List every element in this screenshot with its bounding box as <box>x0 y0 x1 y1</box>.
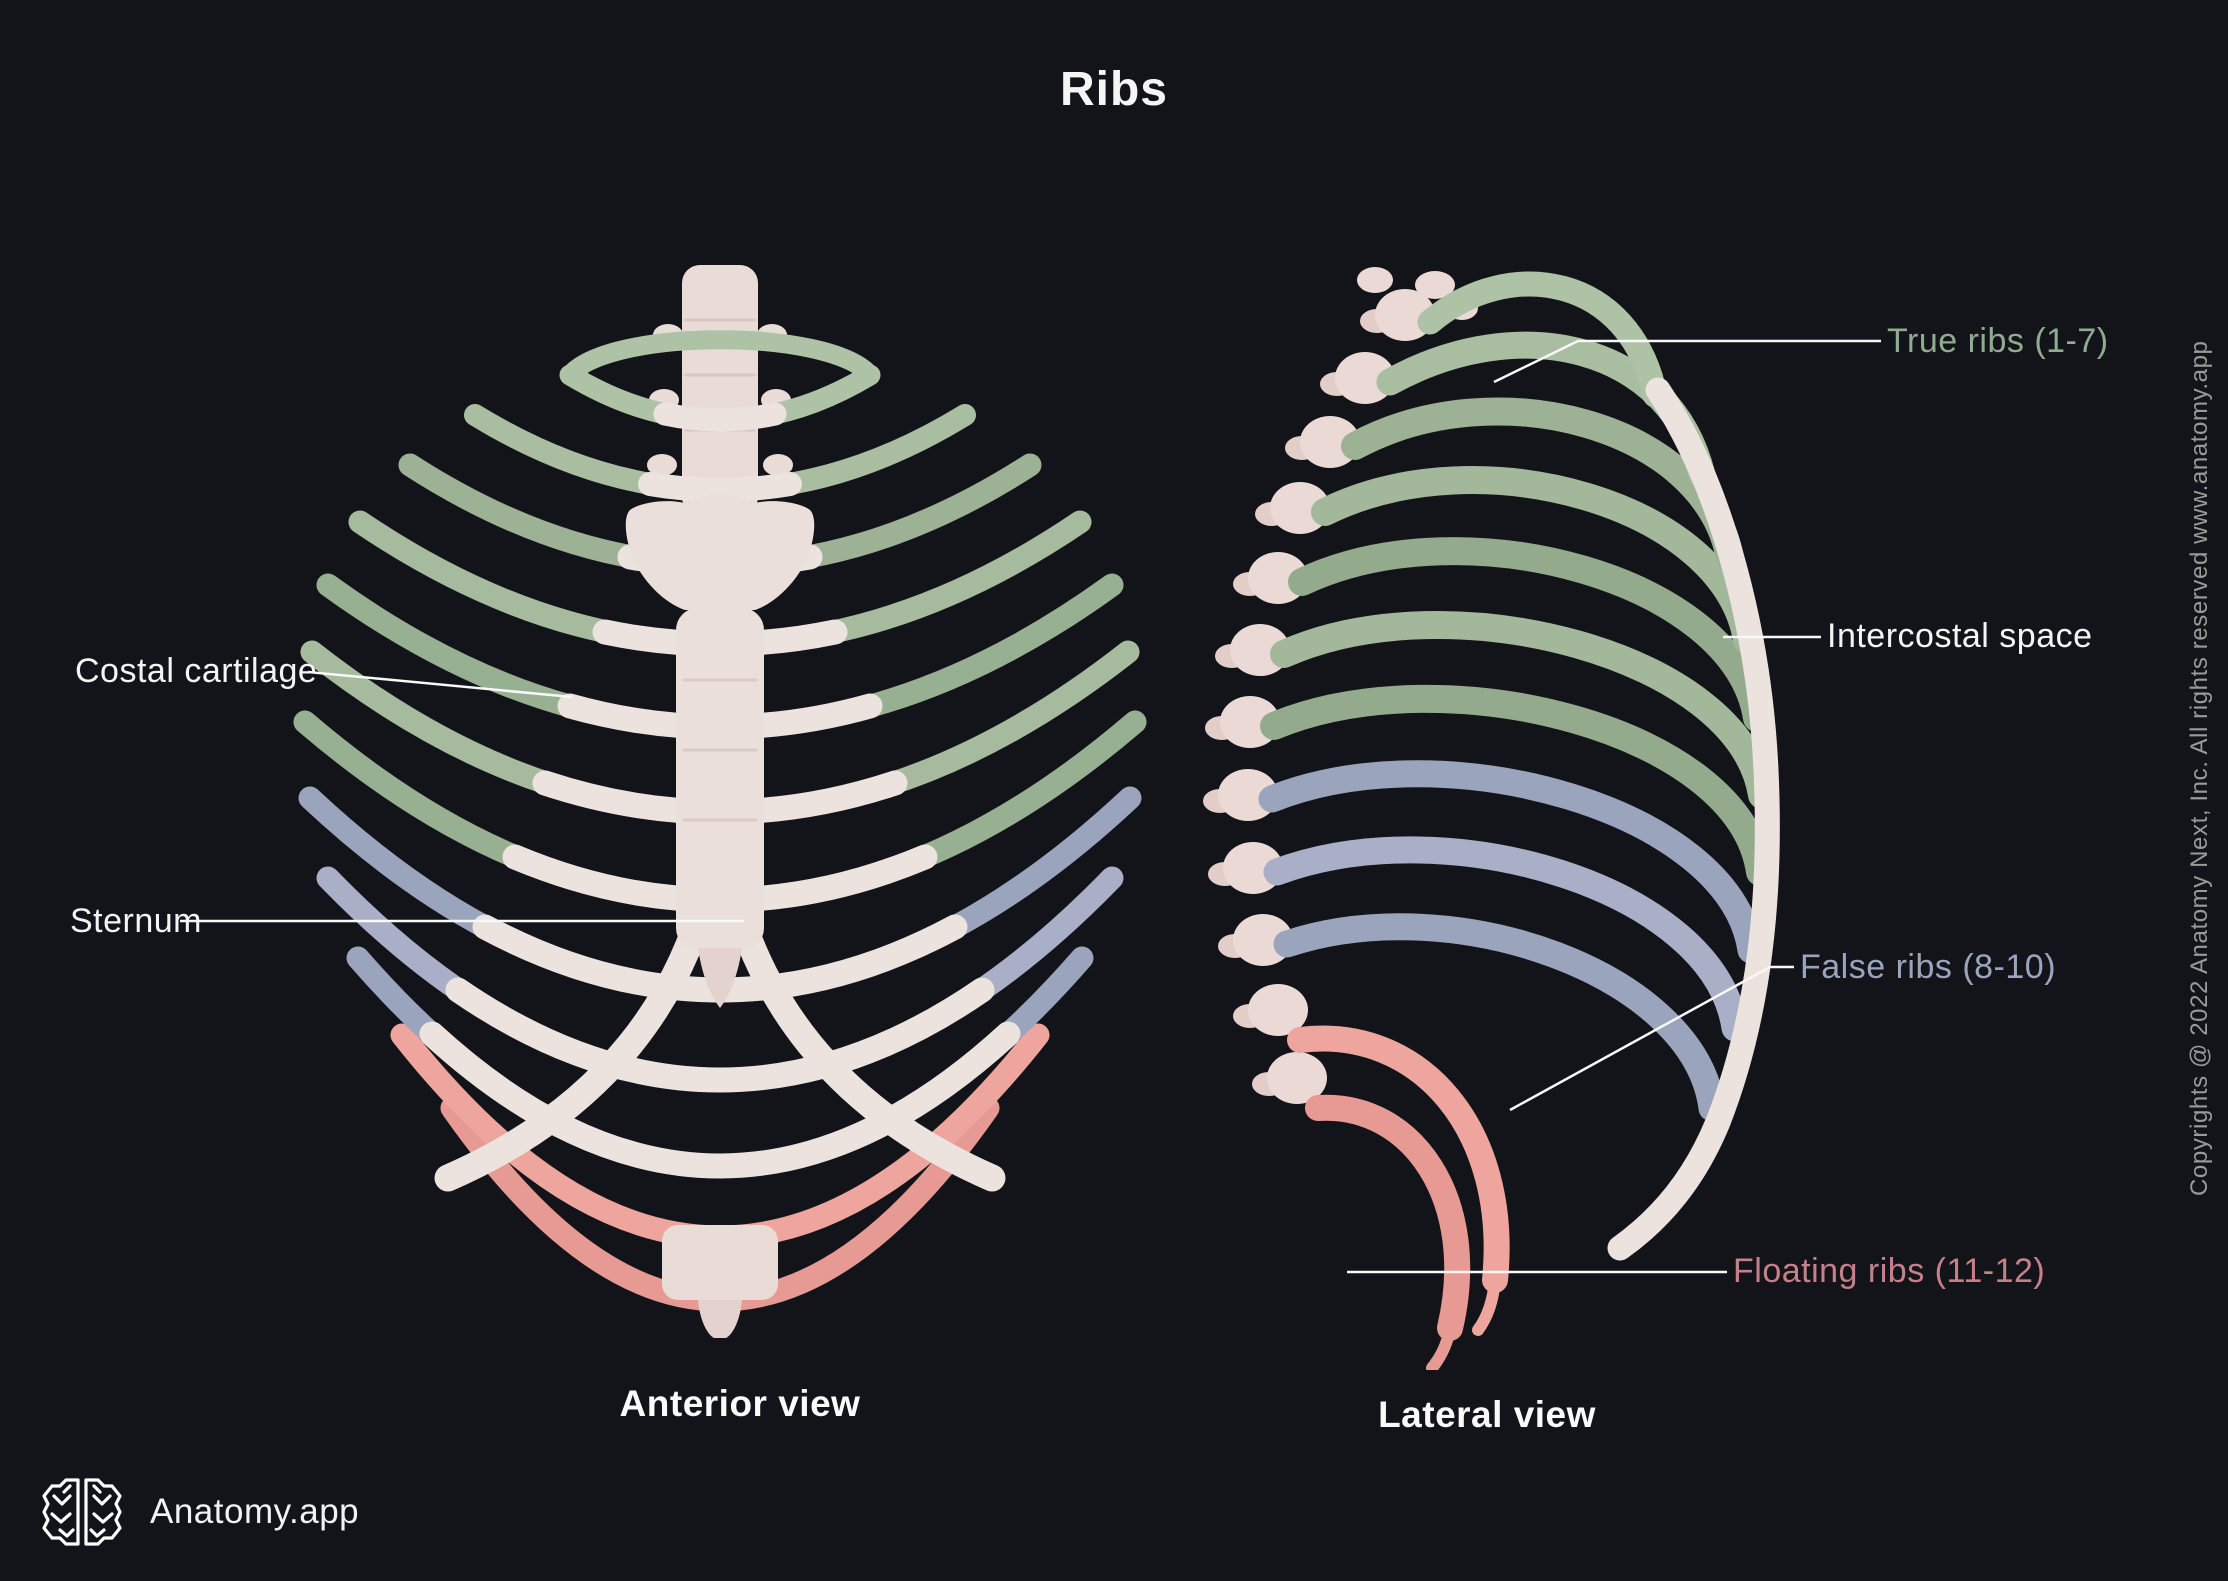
caption-anterior-view: Anterior view <box>619 1383 861 1424</box>
brand-name: Anatomy.app <box>150 1492 360 1531</box>
anterior-false-ribs <box>298 786 1142 1179</box>
anterior-view-illustration <box>293 265 1147 1338</box>
lateral-costal-cartilage <box>1607 377 1780 1261</box>
false-ribs-leader-line <box>1509 965 1794 1112</box>
label-floating-ribs: Floating ribs (11-12) <box>1733 1252 2046 1290</box>
caption-lateral-view: Lateral view <box>1378 1394 1596 1435</box>
label-sternum: Sternum <box>70 902 202 940</box>
lateral-false-ribs <box>1258 760 1765 1122</box>
footer-brand: Anatomy.app <box>40 1472 359 1552</box>
label-costal-cartilage: Costal cartilage <box>75 652 318 690</box>
label-true-ribs: True ribs (1-7) <box>1887 322 2109 360</box>
costal-cartilage-leader-line <box>307 670 573 699</box>
page-title: Ribs <box>1059 63 1168 116</box>
anterior-ribcage <box>293 265 1147 1338</box>
lateral-ribcage <box>1203 267 1780 1370</box>
sternum-body <box>676 608 764 950</box>
label-intercostal-space: Intercostal space <box>1827 617 2093 655</box>
sternum-bone <box>625 493 815 1008</box>
copyright-text: Copyrights @ 2022 Anatomy Next, Inc. All… <box>2186 340 2213 1196</box>
true-ribs-leader-line <box>1493 339 1881 384</box>
anatomy-app-brain-logo-icon <box>42 1478 122 1546</box>
lateral-view-illustration <box>1203 267 1780 1370</box>
label-false-ribs: False ribs (8-10) <box>1800 948 2057 986</box>
lumbar-vertebra <box>662 1225 778 1338</box>
lateral-floating-ribs <box>1287 1025 1510 1370</box>
manubrium <box>625 493 815 610</box>
xiphoid-process <box>698 948 742 1008</box>
